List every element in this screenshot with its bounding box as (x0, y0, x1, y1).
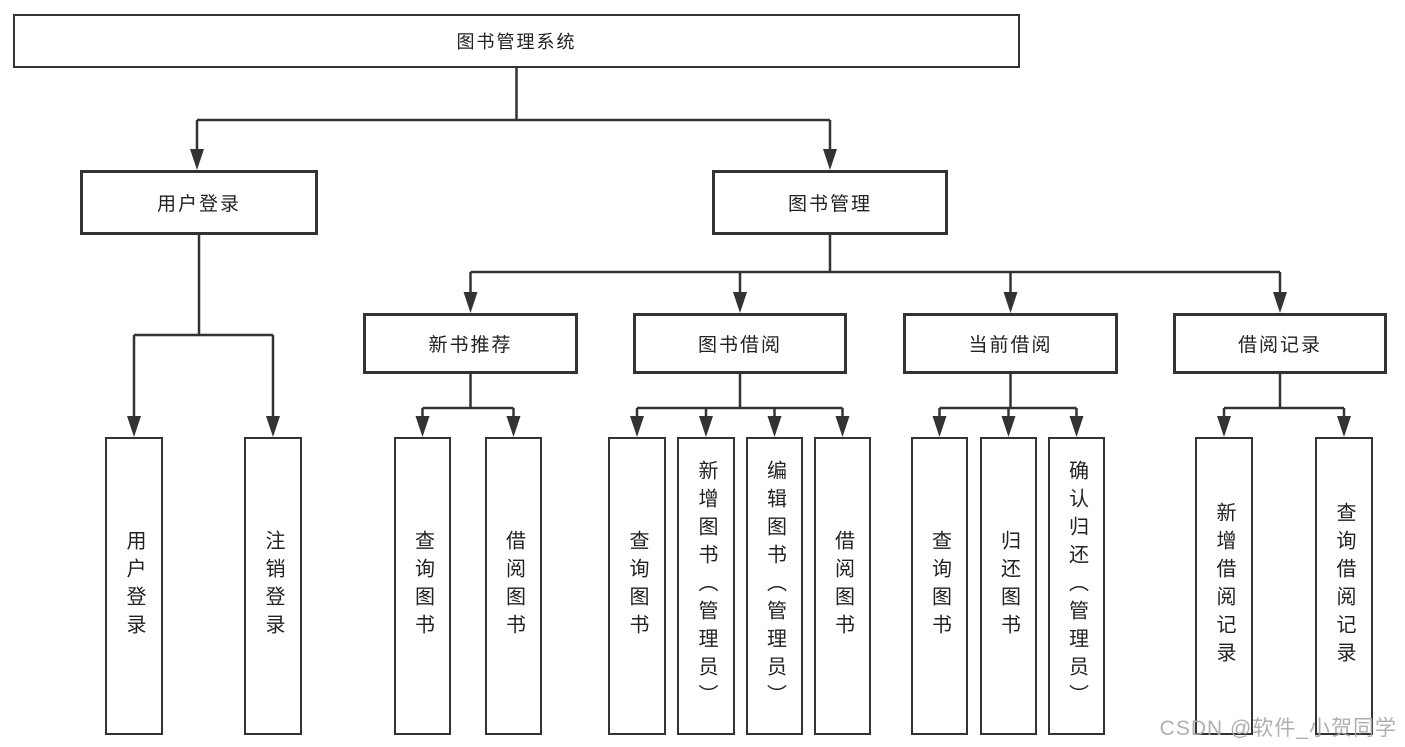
leaf-query-books-recommend-label: 查询图书 (411, 530, 434, 642)
leaf-query-books-recommend: 查询图书 (394, 437, 451, 735)
node-borrow-records: 借阅记录 (1173, 313, 1387, 374)
arrow-down-icon (699, 416, 713, 437)
leaf-return-books-label: 归还图书 (997, 530, 1020, 642)
arrow-down-icon (1001, 416, 1016, 437)
arrow-down-icon (932, 416, 947, 437)
arrow-down-icon (630, 416, 644, 437)
arrow-down-icon (823, 149, 837, 170)
node-new-book-recommend: 新书推荐 (363, 313, 578, 374)
node-book-management: 图书管理 (712, 170, 948, 235)
leaf-query-borrow-record-label: 查询借阅记录 (1333, 502, 1355, 670)
leaf-query-books-borrow: 查询图书 (608, 437, 666, 735)
leaf-add-book-admin: 新增图书（管理员） (677, 437, 735, 735)
leaf-logout: 注销登录 (244, 437, 302, 735)
leaf-user-login: 用户登录 (105, 437, 163, 735)
arrow-down-icon (733, 292, 747, 313)
arrow-down-icon (1217, 416, 1231, 437)
leaf-logout-label: 注销登录 (262, 530, 284, 642)
leaf-add-book-admin-label: 新增图书（管理员） (695, 460, 717, 712)
arrow-down-icon (463, 292, 478, 313)
arrow-down-icon (835, 416, 850, 437)
leaf-query-borrow-record: 查询借阅记录 (1315, 437, 1373, 735)
arrow-down-icon (415, 416, 430, 437)
arrow-down-icon (266, 416, 280, 437)
leaf-query-books-current: 查询图书 (911, 437, 968, 735)
connector-mgmt-branch (469, 235, 1282, 293)
arrow-down-icon (506, 416, 521, 437)
arrow-down-icon (127, 416, 141, 437)
leaf-edit-book-admin-label: 编辑图书（管理员） (763, 460, 786, 712)
leaf-query-books-borrow-label: 查询图书 (626, 530, 648, 642)
node-new-book-recommend-label: 新书推荐 (428, 335, 513, 356)
connector-root (195, 68, 832, 150)
connector-recommend (421, 373, 515, 418)
node-root: 图书管理系统 (13, 14, 1020, 68)
node-book-borrow: 图书借阅 (633, 313, 847, 374)
leaf-borrow-books-recommend-label: 借阅图书 (502, 530, 525, 642)
leaf-confirm-return-admin-label: 确认归还（管理员） (1065, 460, 1088, 712)
leaf-borrow-books-label: 借阅图书 (831, 530, 854, 642)
leaf-add-borrow-record: 新增借阅记录 (1195, 437, 1253, 735)
connector-current (938, 373, 1078, 418)
arrow-down-icon (190, 149, 204, 170)
node-current-borrow-label: 当前借阅 (968, 335, 1053, 356)
leaf-query-books-current-label: 查询图书 (928, 530, 951, 642)
node-current-borrow: 当前借阅 (903, 313, 1118, 374)
arrow-down-icon (1337, 416, 1351, 437)
leaf-borrow-books: 借阅图书 (814, 437, 871, 735)
node-user-login: 用户登录 (80, 170, 318, 235)
connector-records (1222, 373, 1346, 418)
node-borrow-records-label: 借阅记录 (1237, 335, 1322, 356)
arrow-down-icon (1273, 292, 1287, 313)
leaf-add-borrow-record-label: 新增借阅记录 (1213, 502, 1235, 670)
node-root-label: 图书管理系统 (456, 32, 577, 52)
node-book-borrow-label: 图书借阅 (697, 335, 782, 356)
arrow-down-icon (1003, 292, 1018, 313)
connector-login-branch (132, 235, 275, 418)
csdn-watermark: CSDN @软件_小贺同学 (1159, 717, 1397, 740)
connector-borrow (635, 373, 844, 418)
leaf-edit-book-admin: 编辑图书（管理员） (746, 437, 803, 735)
arrow-down-icon (1069, 416, 1084, 437)
leaf-user-login-label: 用户登录 (123, 530, 145, 642)
leaf-confirm-return-admin: 确认归还（管理员） (1048, 437, 1105, 735)
arrow-down-icon (767, 416, 782, 437)
leaf-return-books: 归还图书 (980, 437, 1037, 735)
node-book-management-label: 图书管理 (787, 194, 872, 215)
leaf-borrow-books-recommend: 借阅图书 (485, 437, 542, 735)
node-user-login-label: 用户登录 (156, 194, 241, 215)
